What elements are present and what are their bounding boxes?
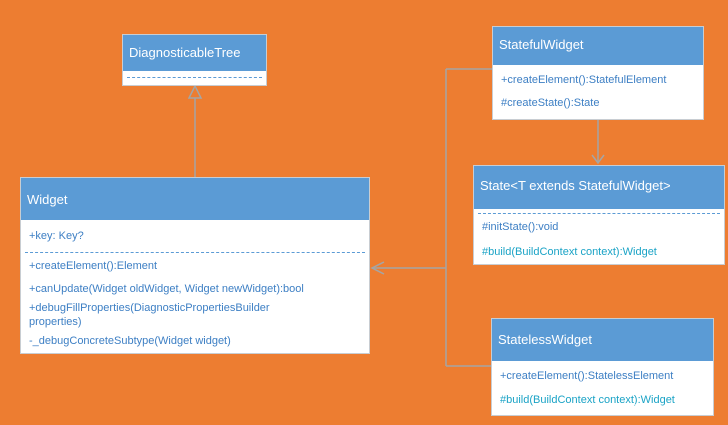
- association-arrowhead-state: [591, 154, 605, 165]
- divider: [478, 213, 720, 214]
- method-init-state: #initState():void: [482, 221, 559, 233]
- method-create-element: +createElement():Element: [29, 260, 158, 272]
- field-key: +key: Key?: [29, 230, 84, 242]
- class-name: Widget: [21, 178, 369, 220]
- watermark: CSDN @安卓开发者社区: [586, 403, 709, 415]
- inherit-arrowhead-diagnosticable: [187, 84, 203, 99]
- inherit-arrowhead-widget: [370, 261, 385, 275]
- class-diagnosticable-tree: DiagnosticableTree: [122, 34, 267, 86]
- method-create-element: +createElement():StatelessElement: [500, 370, 674, 382]
- class-widget: Widget +key: Key? +createElement():Eleme…: [20, 177, 370, 354]
- class-name: StatefulWidget: [493, 27, 703, 65]
- class-stateful-widget: StatefulWidget +createElement():Stateful…: [492, 26, 704, 120]
- method-can-update: +canUpdate(Widget oldWidget, Widget newW…: [29, 283, 304, 295]
- class-name: State<T extends StatefulWidget>: [474, 166, 724, 209]
- class-stateless-widget: StatelessWidget +createElement():Statele…: [491, 318, 714, 416]
- method-debug-fill-properties: +debugFillProperties(DiagnosticPropertie…: [29, 302, 270, 328]
- class-state: State<T extends StatefulWidget> #initSta…: [473, 165, 725, 265]
- class-name: DiagnosticableTree: [123, 35, 266, 71]
- divider: [127, 77, 262, 78]
- method-build: #build(BuildContext context):Widget: [482, 246, 657, 258]
- method-create-state: #createState():State: [501, 97, 600, 109]
- divider: [25, 252, 365, 253]
- method-create-element: +createElement():StatefulElement: [501, 74, 667, 86]
- method-debug-concrete-subtype: -_debugConcreteSubtype(Widget widget): [29, 335, 231, 347]
- class-name: StatelessWidget: [492, 319, 713, 361]
- method-build: #build(BuildContext context):Widget: [500, 394, 675, 406]
